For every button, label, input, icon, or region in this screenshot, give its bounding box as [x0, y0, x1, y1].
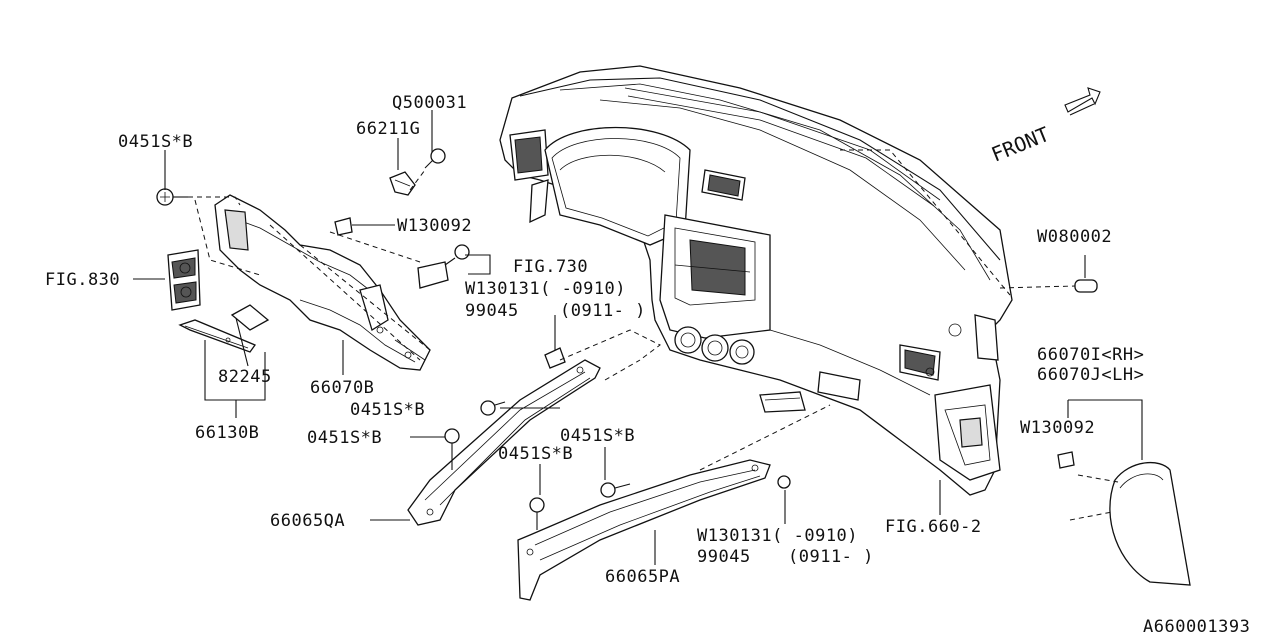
label-w130092-top: W130092	[397, 216, 472, 236]
phantom-lines	[188, 149, 1076, 471]
label-66070j: 66070J<LH>	[1037, 365, 1144, 385]
label-0451sb-top: 0451S*B	[118, 132, 193, 152]
label-fig730: FIG.730	[513, 257, 588, 277]
label-w130131-top: W130131( -0910)	[465, 279, 626, 299]
screw-0451sb-top	[156, 188, 188, 206]
clip-66211g	[389, 171, 416, 196]
label-66130b: 66130B	[195, 423, 259, 443]
label-0451sb-left: 0451S*B	[307, 428, 382, 448]
label-99045-top: 99045	[465, 301, 519, 321]
label-0451sb-mid2: 0451S*B	[498, 444, 573, 464]
label-82245: 82245	[218, 367, 272, 387]
label-66065qa: 66065QA	[270, 511, 345, 531]
switch-panel	[167, 249, 201, 311]
label-0451sb-right: 0451S*B	[560, 426, 635, 446]
label-66070i: 66070I<RH>	[1037, 345, 1144, 365]
lower-panel-66070b	[214, 194, 431, 371]
label-66065pa: 66065PA	[605, 567, 680, 587]
screw-0451sb-mid	[480, 400, 506, 416]
label-fig660: FIG.660-2	[885, 517, 982, 537]
label-0451sb-mid: 0451S*B	[350, 400, 425, 420]
label-w080002: W080002	[1037, 227, 1112, 247]
screw-0451sb-right	[600, 482, 631, 498]
label-front: FRONT	[988, 122, 1053, 167]
clip-w080002	[1074, 279, 1098, 293]
clip-w130131-bot	[777, 475, 791, 489]
cover-66130b	[178, 304, 270, 353]
diagram-id: A660001393	[1143, 617, 1250, 637]
bolt-q500031	[424, 148, 446, 169]
label-0911-bot: (0911- )	[788, 547, 874, 567]
label-66211g: 66211G	[356, 119, 420, 139]
instrument-panel	[499, 65, 1013, 496]
front-arrow-icon	[1064, 87, 1101, 116]
label-w130131-bot: W130131( -0910)	[697, 526, 858, 546]
bracket-66065pa	[517, 459, 771, 601]
bracket-66065qa	[407, 347, 601, 526]
label-0911-top: (0911- )	[560, 301, 646, 321]
label-q500031: Q500031	[392, 93, 467, 113]
label-66070b: 66070B	[310, 378, 374, 398]
leader-lines	[133, 110, 1143, 565]
clip-w130092	[334, 217, 353, 236]
side-cover-66070ij	[1057, 451, 1191, 586]
screw-0451sb-left	[444, 428, 460, 470]
label-w130092-right: W130092	[1020, 418, 1095, 438]
label-99045-bot: 99045	[697, 547, 751, 567]
screw-0451sb-mid2	[529, 497, 545, 530]
label-fig830: FIG.830	[45, 270, 120, 290]
connector-fig730	[417, 244, 470, 289]
